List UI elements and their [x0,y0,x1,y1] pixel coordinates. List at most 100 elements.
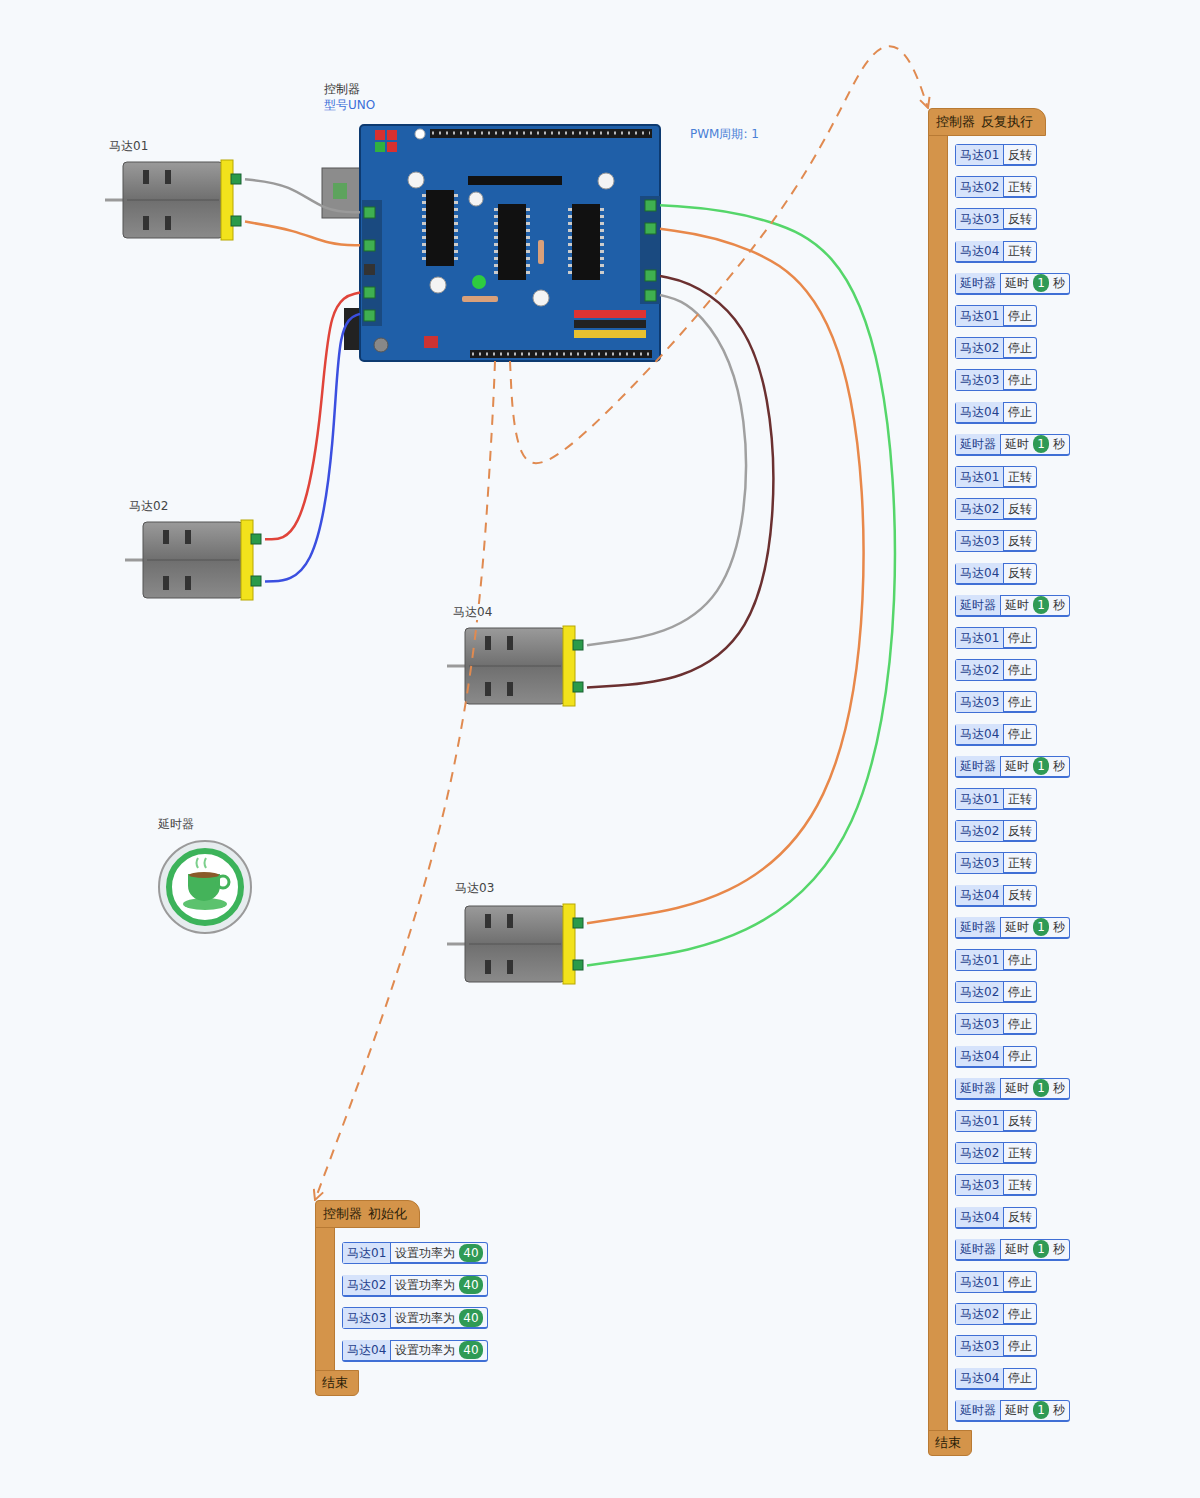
motor: 马达02 [125,520,265,600]
command-text: 设置功率为 [395,1245,455,1261]
command-text: 停止 [1008,1048,1032,1064]
command-text: 延时 [1005,597,1029,613]
command-text: 停止 [1008,372,1032,388]
device-chip: 马达03 [343,1308,391,1328]
value-bubble: 1 [1033,1079,1049,1097]
device-chip: 马达04 [956,885,1004,905]
device-chip: 马达01 [956,1272,1004,1292]
command-text: 设置功率为 [395,1310,455,1326]
timer: 延时器 [158,840,252,934]
device-chip: 马达01 [956,628,1004,648]
device-chip: 马达02 [956,982,1004,1002]
device-chip: 马达03 [956,1014,1004,1034]
statement-block: 马达01反转 [955,1110,1037,1132]
setting-label: PWM周期: 1 [688,126,761,142]
motor: 马达04 [447,626,587,706]
device-chip: 马达02 [956,1304,1004,1324]
command-text: 秒 [1053,436,1065,452]
motor-wire [587,205,895,965]
device-chip: 马达03 [956,692,1004,712]
statement-block: 马达03停止 [955,691,1037,713]
statement-block: 马达01正转 [955,788,1037,810]
flow-arrow [510,46,928,463]
statement-block: 马达04正转 [955,241,1037,263]
device-chip: 马达01 [956,789,1004,809]
controller-board: 控制器型号UNO [360,125,660,361]
statement-block: 马达03停止 [955,1013,1037,1035]
device-chip: 马达04 [343,1340,391,1360]
flow-arrow [315,361,495,1200]
command-text: 停止 [1008,694,1032,710]
command-text: 停止 [1008,952,1032,968]
device-chip: 马达01 [956,467,1004,487]
command-text: 反转 [1008,1113,1032,1129]
command-text: 正转 [1008,1177,1032,1193]
command-text: 反转 [1008,887,1032,903]
value-bubble: 1 [1033,435,1049,453]
block-bar [928,135,948,1434]
command-text: 停止 [1008,662,1032,678]
device-chip: 延时器 [956,595,1001,615]
device-chip: 马达02 [956,1143,1004,1163]
statement-block: 马达04反转 [955,885,1037,907]
device-chip: 马达03 [956,370,1004,390]
command-text: 延时 [1005,758,1029,774]
command-text: 停止 [1008,308,1032,324]
statement-block: 马达04设置功率为40 [342,1340,488,1362]
value-bubble: 40 [459,1309,482,1327]
statement-block: 马达04停止 [955,1368,1037,1390]
device-chip: 马达01 [956,145,1004,165]
device-chip: 马达02 [956,660,1004,680]
command-text: 停止 [1008,1274,1032,1290]
statement-block: 马达03反转 [955,530,1037,552]
command-text: 设置功率为 [395,1277,455,1293]
command-text: 秒 [1053,1241,1065,1257]
command-text: 停止 [1008,340,1032,356]
motor-body [447,904,583,984]
command-text: 秒 [1053,758,1065,774]
device-chip: 延时器 [956,917,1001,937]
device-chip: 马达04 [956,724,1004,744]
statement-block: 马达01反转 [955,144,1037,166]
value-bubble: 1 [1033,1401,1049,1419]
statement-block: 马达02停止 [955,337,1037,359]
part-label: 马达04 [451,604,494,620]
statement-block: 马达03停止 [955,369,1037,391]
statement-block: 马达02反转 [955,498,1037,520]
statement-block: 马达01停止 [955,949,1037,971]
device-chip: 马达01 [956,1111,1004,1131]
part-label: 马达02 [127,498,170,514]
statement-block: 马达02正转 [955,1142,1037,1164]
statement-block: 马达04反转 [955,1207,1037,1229]
value-bubble: 1 [1033,1240,1049,1258]
motor-body [105,160,241,240]
value-bubble: 1 [1033,596,1049,614]
statement-block: 马达04反转 [955,563,1037,585]
block-header: 控制器初始化 [315,1200,420,1228]
statement-block: 延时器延时1秒 [955,756,1070,778]
statement-block: 马达02正转 [955,176,1037,198]
command-text: 正转 [1008,855,1032,871]
device-chip: 马达03 [956,853,1004,873]
command-text: 停止 [1008,404,1032,420]
block-end: 结束 [928,1430,972,1456]
command-text: 秒 [1053,1080,1065,1096]
device-chip: 马达01 [956,950,1004,970]
device-chip: 马达02 [956,338,1004,358]
statement-block: 马达01正转 [955,466,1037,488]
device-chip: 马达03 [956,209,1004,229]
device-chip: 马达02 [956,821,1004,841]
timer-icon [159,841,251,933]
device-chip: 马达04 [956,1207,1004,1227]
statement-block: 马达01停止 [955,1271,1037,1293]
command-text: 停止 [1008,984,1032,1000]
command-text: 停止 [1008,1338,1032,1354]
command-text: 反转 [1008,1209,1032,1225]
value-bubble: 1 [1033,918,1049,936]
device-chip: 马达01 [956,306,1004,326]
command-text: 反转 [1008,533,1032,549]
motor-wire [265,293,360,540]
motor-wire [587,295,746,645]
statement-block: 马达02反转 [955,820,1037,842]
